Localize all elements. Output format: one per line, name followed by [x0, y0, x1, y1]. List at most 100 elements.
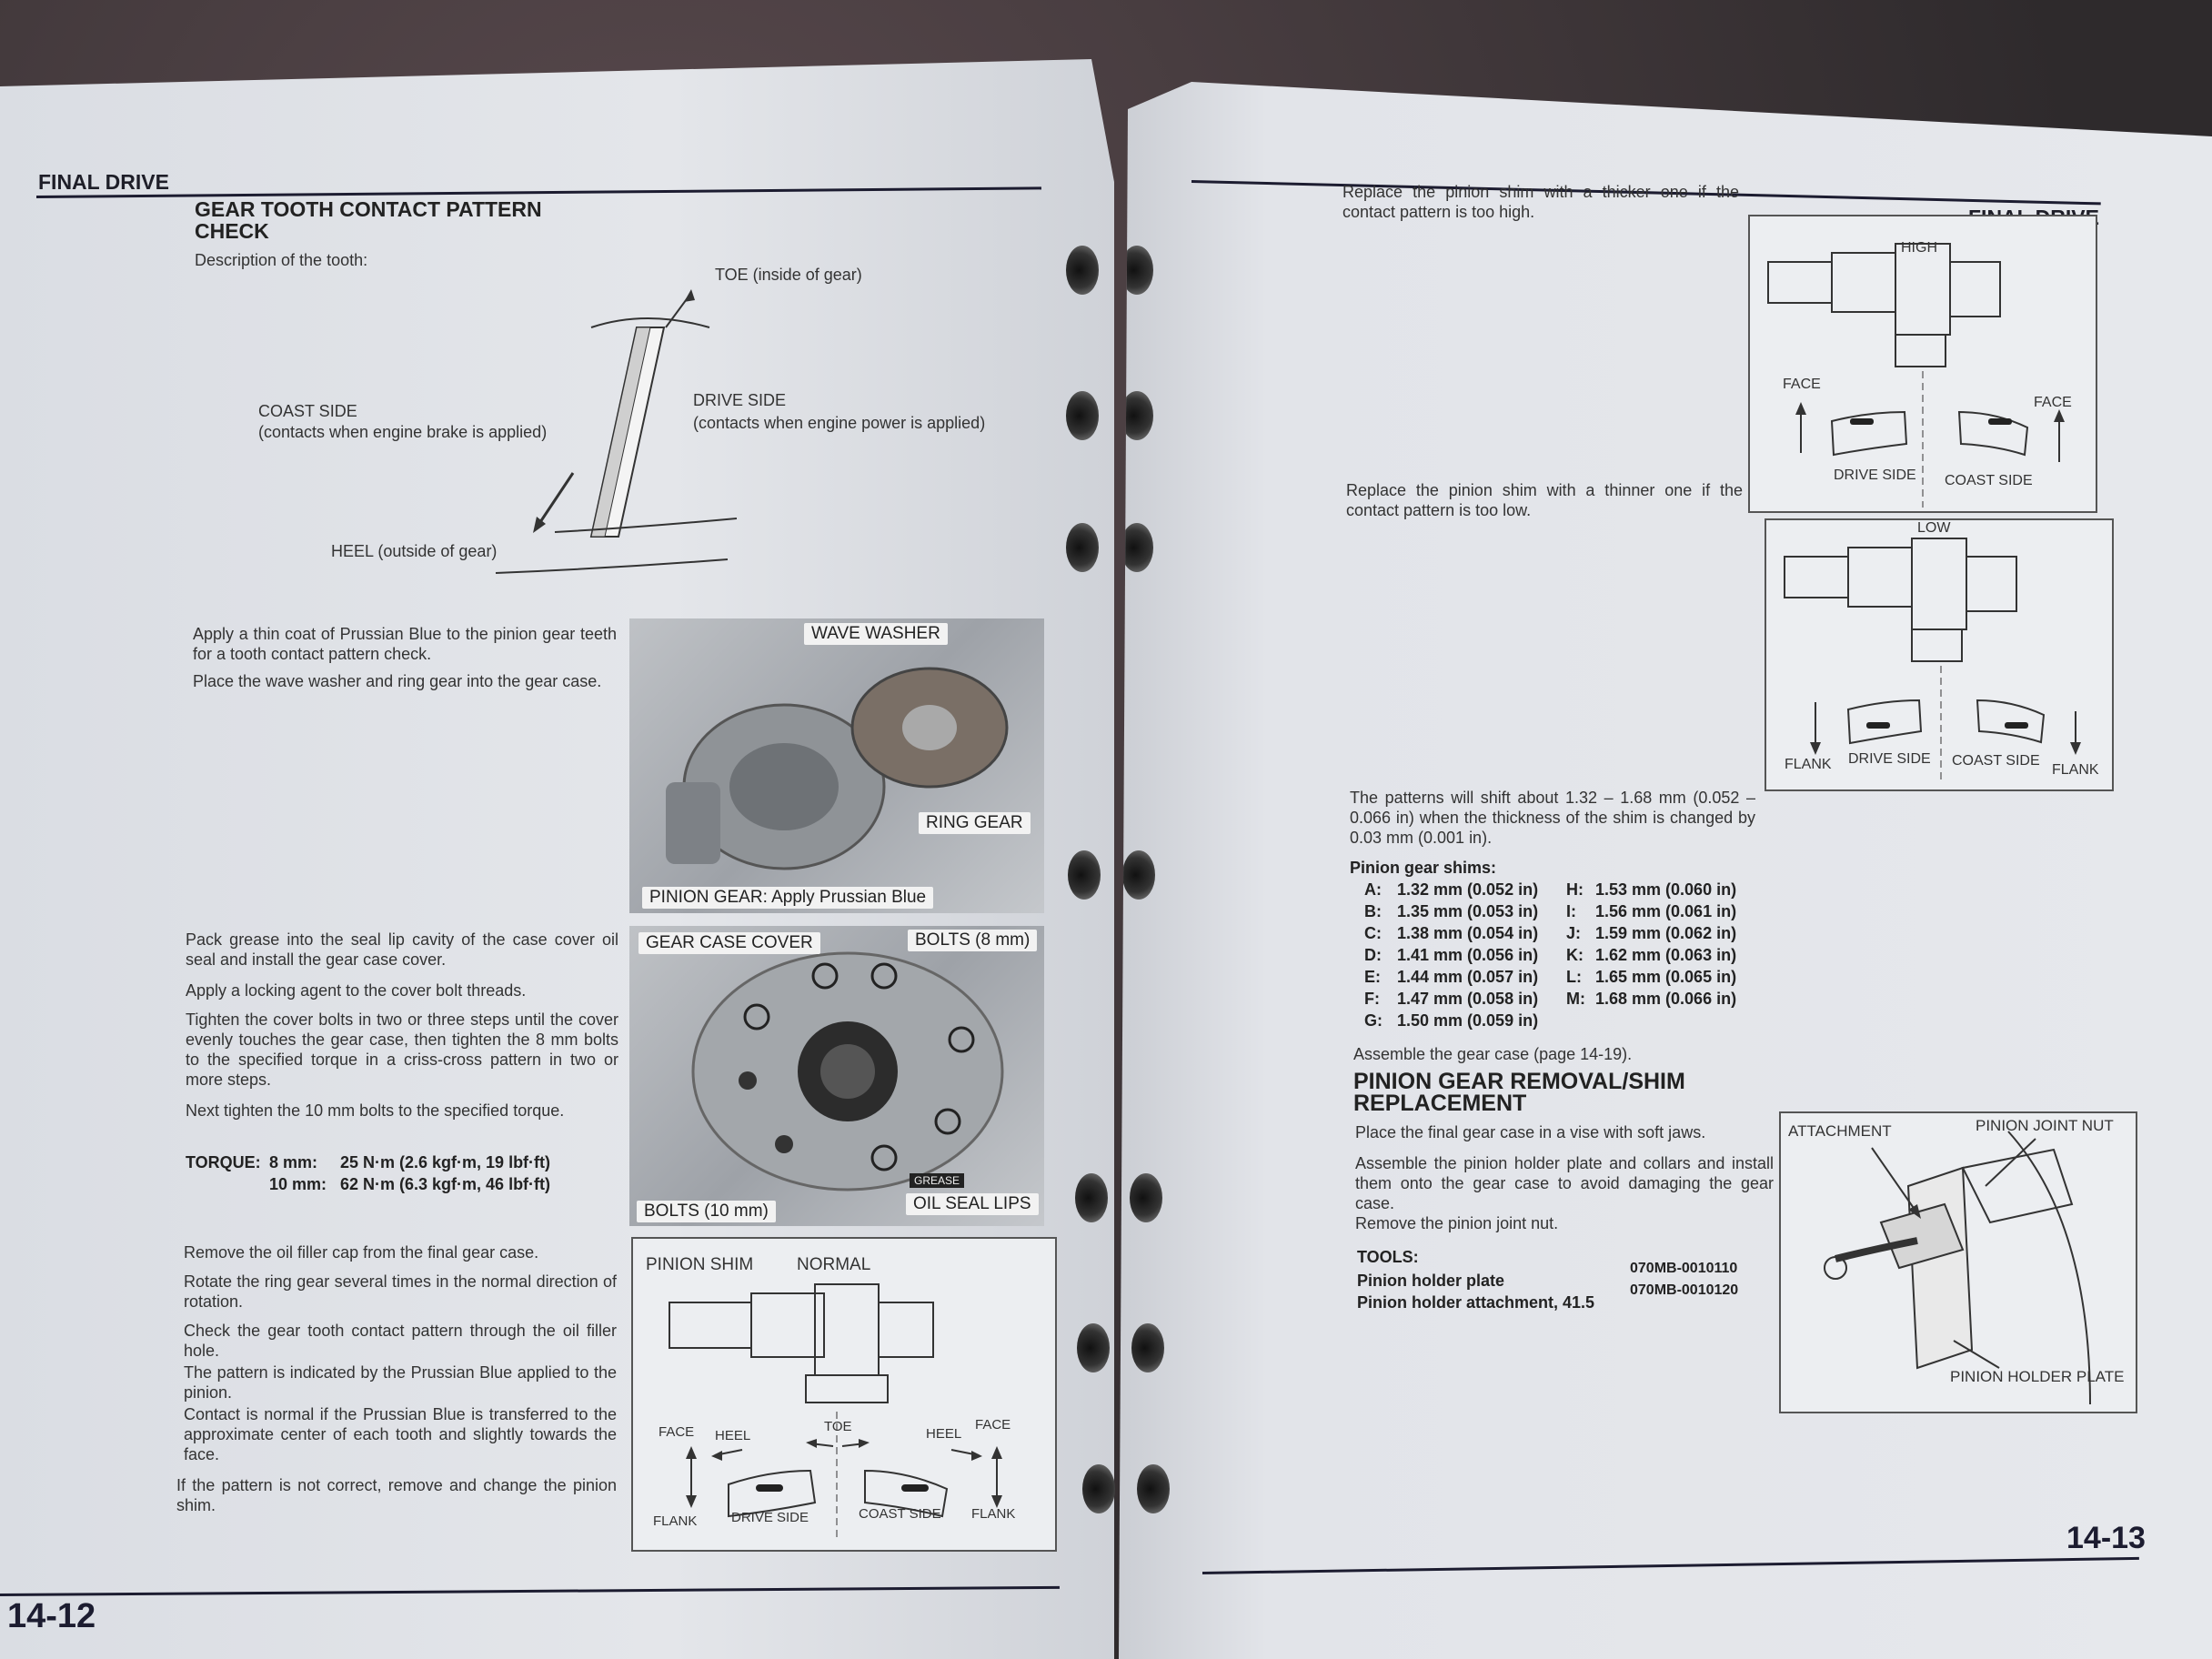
- coast-side-normal-label: COAST SIDE: [859, 1506, 941, 1522]
- high-face-right: FACE: [2034, 395, 2072, 410]
- torque2-value: 62 N·m (6.3 kgf·m, 46 lbf·ft): [340, 1175, 551, 1193]
- shim-value: 1.50 mm (0.059 in): [1397, 1011, 1539, 1030]
- torque-label: TORQUE:: [186, 1153, 261, 1171]
- para-rotate-ring: Rotate the ring gear several times in th…: [184, 1272, 617, 1311]
- shim-key: G:: [1364, 1011, 1382, 1030]
- shim-value: 1.41 mm (0.056 in): [1397, 946, 1539, 964]
- para-assemble-holder: Assemble the pinion holder plate and col…: [1355, 1154, 1774, 1212]
- low-pattern-figure: [1765, 518, 2114, 791]
- shim-value: 1.44 mm (0.057 in): [1397, 968, 1539, 986]
- bolts-10mm-label: BOLTS (10 mm): [637, 1201, 776, 1222]
- tool1-code: 070MB-0010110: [1630, 1261, 1738, 1276]
- shims-list-right: H:1.53 mm (0.060 in) I:1.56 mm (0.061 in…: [1566, 880, 1736, 1011]
- heel-left-label: HEEL: [715, 1428, 751, 1443]
- shims-title: Pinion gear shims:: [1350, 859, 1497, 877]
- heel-label: HEEL (outside of gear): [331, 542, 498, 560]
- para-wave-washer: Place the wave washer and ring gear into…: [193, 672, 602, 690]
- ring-gear-label: RING GEAR: [919, 812, 1031, 834]
- torque1-size: 8 mm:: [269, 1153, 318, 1171]
- binding-hole: [1122, 850, 1155, 900]
- shim-value: 1.56 mm (0.061 in): [1595, 902, 1737, 920]
- shims-list-left: A:1.32 mm (0.052 in) B:1.35 mm (0.053 in…: [1364, 880, 1538, 1033]
- face-right-label: FACE: [975, 1417, 1011, 1433]
- coast-side-label: COAST SIDE: [258, 402, 357, 420]
- right-page: FINAL DRIVE Replace the pinion shim with…: [1119, 82, 2212, 1659]
- face-left-label: FACE: [659, 1424, 695, 1440]
- para-remove-cap: Remove the oil filler cap from the final…: [184, 1243, 539, 1262]
- low-flank-left: FLANK: [1785, 757, 1832, 772]
- binding-hole: [1082, 1464, 1115, 1513]
- shim-value: 1.62 mm (0.063 in): [1595, 946, 1737, 964]
- section-title-line2: REPLACEMENT: [1353, 1091, 1527, 1116]
- attachment-label: ATTACHMENT: [1788, 1122, 1892, 1140]
- para-check-pattern: Check the gear tooth contact pattern thr…: [184, 1322, 617, 1360]
- para-prussian-blue: Apply a thin coat of Prussian Blue to th…: [193, 625, 617, 663]
- high-pattern-drawing: [1767, 243, 2065, 508]
- para-contact-normal: Contact is normal if the Prussian Blue i…: [184, 1405, 617, 1463]
- para-tighten-bolts: Tighten the cover bolts in two or three …: [186, 1010, 618, 1089]
- tool1-name: Pinion holder plate: [1357, 1272, 1505, 1290]
- shim-key: F:: [1364, 990, 1380, 1008]
- wave-washer-label: WAVE WASHER: [804, 623, 948, 645]
- normal-label: NORMAL: [797, 1255, 871, 1274]
- bolts-8mm-label: BOLTS (8 mm): [908, 930, 1038, 951]
- shim-value: 1.68 mm (0.066 in): [1595, 990, 1737, 1008]
- shim-value: 1.59 mm (0.062 in): [1595, 924, 1737, 942]
- footer-rule-left: [0, 1585, 1060, 1596]
- shim-key: B:: [1364, 902, 1382, 920]
- low-coast-side: COAST SIDE: [1952, 753, 2040, 769]
- para-vise: Place the final gear case in a vise with…: [1355, 1123, 1706, 1141]
- footer-rule-right: [1202, 1556, 2139, 1574]
- binding-hole: [1131, 1323, 1164, 1372]
- high-title: HIGH: [1901, 240, 1937, 256]
- low-title: LOW: [1917, 520, 1951, 536]
- high-pattern-figure: [1748, 215, 2097, 513]
- section-header-left: FINAL DRIVE: [38, 170, 169, 194]
- grease-label: GREASE: [910, 1173, 965, 1188]
- high-face-left: FACE: [1783, 377, 1821, 392]
- page-number-right: 14-13: [2066, 1521, 2146, 1555]
- section-title-line1: PINION GEAR REMOVAL/SHIM: [1353, 1069, 1685, 1094]
- binding-hole: [1066, 391, 1099, 440]
- normal-pattern-figure: [631, 1237, 1057, 1552]
- binding-hole: [1130, 1173, 1162, 1222]
- shim-value: 1.53 mm (0.060 in): [1595, 880, 1737, 899]
- shim-key: L:: [1566, 968, 1582, 986]
- flank-left-label: FLANK: [653, 1513, 698, 1529]
- shim-value: 1.32 mm (0.052 in): [1397, 880, 1539, 899]
- heel-right-label: HEEL: [926, 1426, 962, 1442]
- page-number-left: 14-12: [7, 1597, 96, 1635]
- flank-right-label: FLANK: [971, 1506, 1016, 1522]
- drive-side-label: DRIVE SIDE: [693, 391, 787, 409]
- high-coast-side: COAST SIDE: [1945, 473, 2033, 488]
- para-pack-grease: Pack grease into the seal lip cavity of …: [186, 930, 618, 969]
- shim-key: K:: [1566, 946, 1584, 964]
- pinion-holder-drawing: [1824, 1131, 2091, 1405]
- high-drive-side: DRIVE SIDE: [1834, 468, 1916, 483]
- binding-hole: [1077, 1323, 1110, 1372]
- shim-key: I:: [1566, 902, 1576, 920]
- shim-value: 1.65 mm (0.065 in): [1595, 968, 1737, 986]
- gear-case-cover-label: GEAR CASE COVER: [638, 932, 820, 954]
- para-next-tighten: Next tighten the 10 mm bolts to the spec…: [186, 1101, 565, 1120]
- binding-hole: [1075, 1173, 1108, 1222]
- tool2-code: 070MB-0010120: [1630, 1282, 1739, 1298]
- binding-hole: [1068, 850, 1101, 900]
- shim-key: A:: [1364, 880, 1382, 899]
- normal-pattern-drawing: [669, 1283, 1002, 1539]
- low-flank-right: FLANK: [2052, 762, 2099, 778]
- pinion-shim-label: PINION SHIM: [646, 1255, 754, 1274]
- para-remove-nut: Remove the pinion joint nut.: [1355, 1214, 1559, 1232]
- gear-case-cover-photo: [629, 926, 1044, 1226]
- para-patterns-shift: The patterns will shift about 1.32 – 1.6…: [1350, 789, 1755, 847]
- binding-hole: [1137, 1464, 1170, 1513]
- shim-value: 1.38 mm (0.054 in): [1397, 924, 1539, 942]
- shim-key: E:: [1364, 968, 1381, 986]
- oil-seal-lips-label: OIL SEAL LIPS: [906, 1193, 1039, 1215]
- binding-hole: [1066, 523, 1099, 572]
- torque1-value: 25 N·m (2.6 kgf·m, 19 lbf·ft): [340, 1153, 551, 1171]
- toe-center-label: TOE: [824, 1419, 852, 1434]
- para-thicker-shim: Replace the pinion shim with a thicker o…: [1342, 183, 1739, 221]
- low-drive-side: DRIVE SIDE: [1848, 751, 1931, 767]
- tools-label: TOOLS:: [1357, 1248, 1419, 1266]
